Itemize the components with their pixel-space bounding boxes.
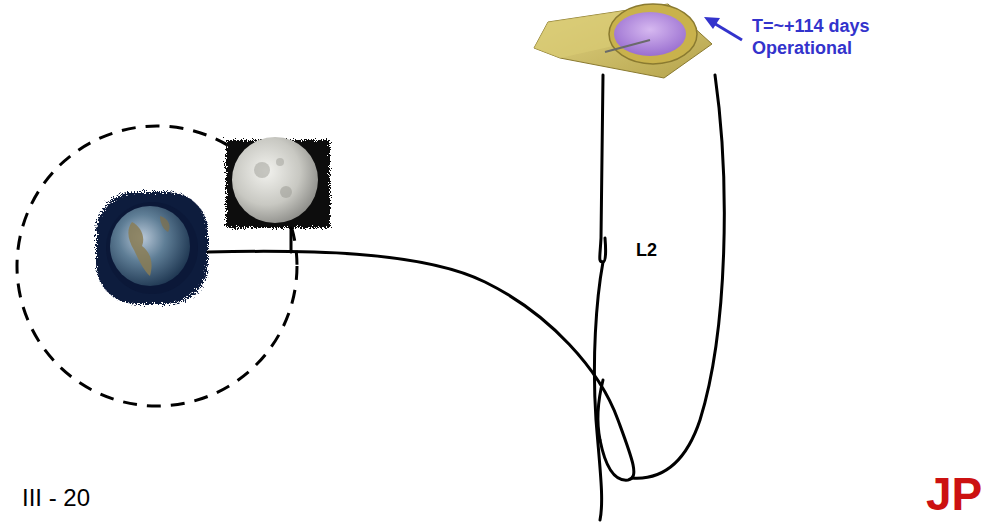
logo-text: JP — [926, 467, 982, 522]
callout-arrow — [704, 17, 742, 40]
earth-image — [96, 192, 208, 304]
moon-image — [226, 137, 330, 228]
trajectory — [208, 75, 724, 520]
spacecraft-image — [534, 4, 712, 78]
milestone-callout: T=~+114 days Operational — [752, 16, 912, 59]
page-number: III - 20 — [22, 484, 90, 513]
lagrange-point-label: L2 — [636, 240, 657, 262]
moon-orbit — [17, 126, 297, 406]
